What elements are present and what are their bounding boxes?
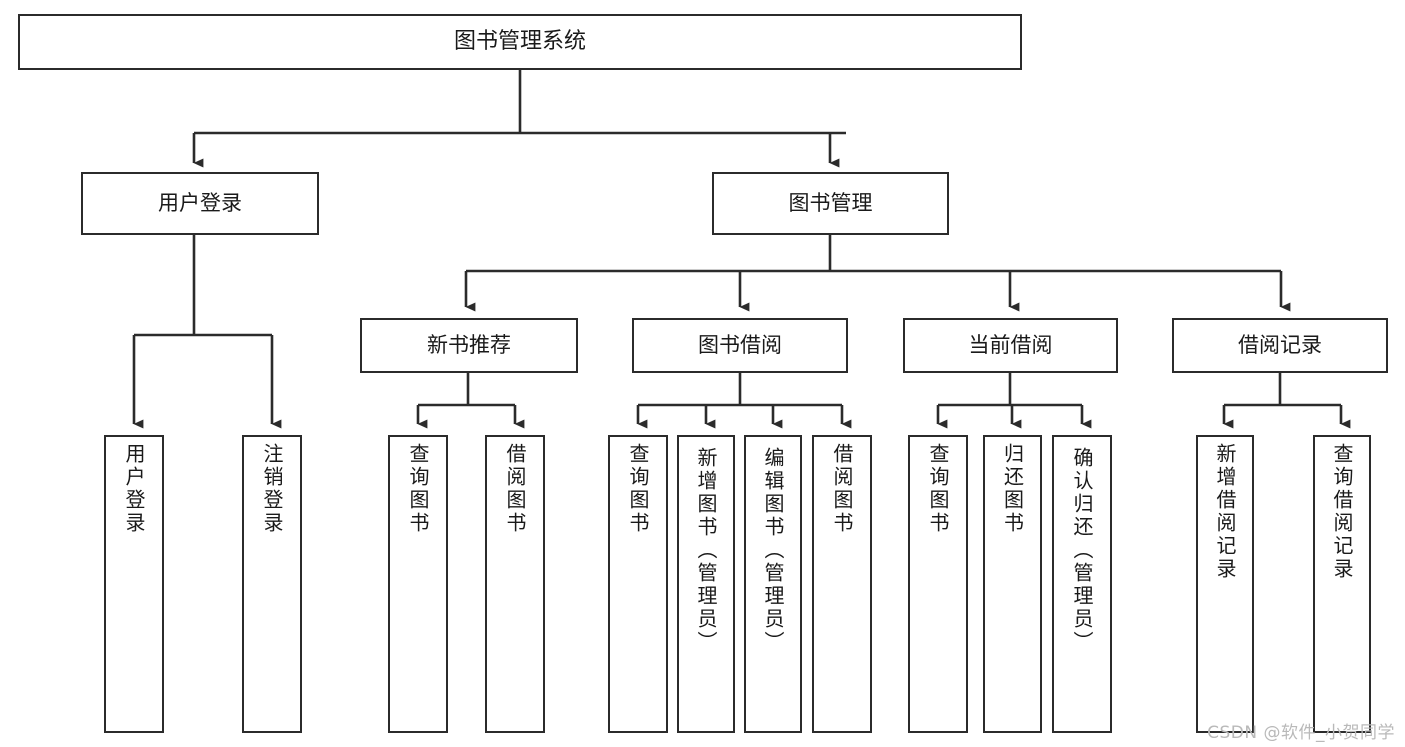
leaf-borrow-book-recommend[interactable]: 借阅图书 bbox=[485, 435, 545, 733]
node-user-login[interactable]: 用户登录 bbox=[81, 172, 319, 235]
node-label: 注销登录 bbox=[260, 443, 284, 535]
leaf-confirm-return-admin[interactable]: 确认归还（管理员） bbox=[1052, 435, 1112, 733]
leaf-borrow-book[interactable]: 借阅图书 bbox=[812, 435, 872, 733]
node-current-borrow[interactable]: 当前借阅 bbox=[903, 318, 1118, 373]
node-label: 查询图书 bbox=[626, 443, 650, 535]
node-label: 借阅图书 bbox=[830, 443, 854, 535]
node-root-book-management-system[interactable]: 图书管理系统 bbox=[18, 14, 1022, 70]
node-label: 新增图书（管理员） bbox=[694, 447, 718, 654]
node-borrow-record[interactable]: 借阅记录 bbox=[1172, 318, 1388, 373]
leaf-user-logout[interactable]: 注销登录 bbox=[242, 435, 302, 733]
leaf-add-borrow-record[interactable]: 新增借阅记录 bbox=[1196, 435, 1254, 733]
node-label: 新书推荐 bbox=[427, 333, 511, 358]
leaf-add-book-admin[interactable]: 新增图书（管理员） bbox=[677, 435, 735, 733]
node-label: 用户登录 bbox=[122, 443, 146, 535]
node-label: 用户登录 bbox=[158, 191, 242, 216]
watermark-text: CSDN @软件_小贺同学 bbox=[1207, 723, 1395, 743]
node-label: 归还图书 bbox=[1000, 443, 1025, 535]
leaf-query-book-borrow[interactable]: 查询图书 bbox=[608, 435, 668, 733]
node-label: 查询图书 bbox=[926, 443, 950, 535]
leaf-query-book-current[interactable]: 查询图书 bbox=[908, 435, 968, 733]
leaf-query-book-recommend[interactable]: 查询图书 bbox=[388, 435, 448, 733]
node-label: 查询借阅记录 bbox=[1330, 443, 1354, 581]
node-new-book-recommend[interactable]: 新书推荐 bbox=[360, 318, 578, 373]
leaf-edit-book-admin[interactable]: 编辑图书（管理员） bbox=[744, 435, 802, 733]
leaf-query-borrow-record[interactable]: 查询借阅记录 bbox=[1313, 435, 1371, 733]
node-label: 新增借阅记录 bbox=[1213, 443, 1237, 581]
node-book-borrow[interactable]: 图书借阅 bbox=[632, 318, 848, 373]
node-label: 图书管理 bbox=[788, 191, 873, 216]
node-label: 图书管理系统 bbox=[453, 29, 586, 55]
node-label: 当前借阅 bbox=[968, 333, 1053, 358]
leaf-user-login[interactable]: 用户登录 bbox=[104, 435, 164, 733]
node-label: 借阅图书 bbox=[503, 443, 527, 535]
node-label: 借阅记录 bbox=[1238, 333, 1322, 358]
node-label: 确认归还（管理员） bbox=[1070, 447, 1094, 654]
leaf-return-book[interactable]: 归还图书 bbox=[983, 435, 1042, 733]
node-label: 图书借阅 bbox=[698, 333, 782, 358]
node-book-management[interactable]: 图书管理 bbox=[712, 172, 949, 235]
node-label: 查询图书 bbox=[406, 443, 430, 535]
node-label: 编辑图书（管理员） bbox=[761, 447, 785, 654]
